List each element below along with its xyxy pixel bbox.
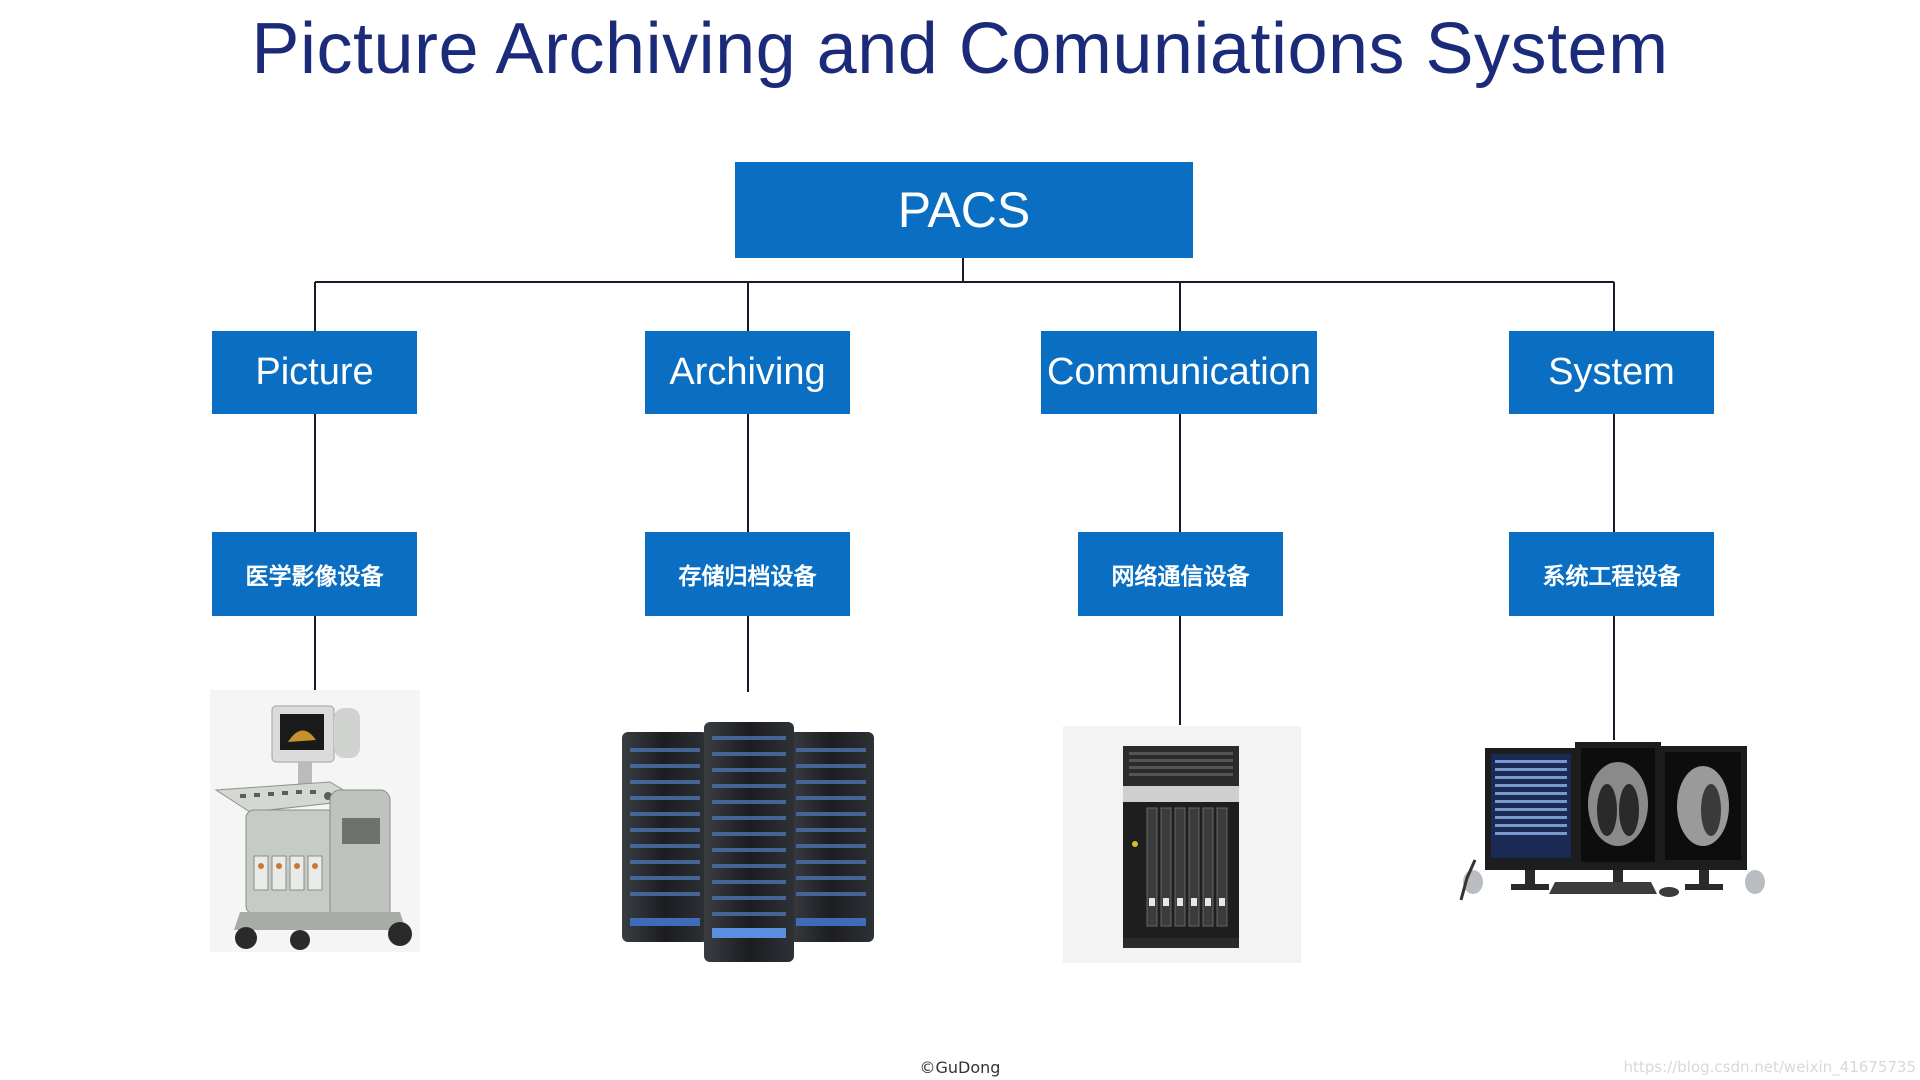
node-archiving-devices: 存储归档设备 — [645, 532, 850, 616]
network-switch-image — [1063, 726, 1301, 963]
node-communication-devices: 网络通信设备 — [1078, 532, 1283, 616]
node-pacs: PACS — [735, 162, 1193, 258]
page-title: Picture Archiving and Comuniations Syste… — [251, 9, 1669, 89]
footer-credit: ©GuDong — [919, 1058, 1001, 1077]
watermark-url: https://blog.csdn.net/weixin_41675735 — [1623, 1058, 1916, 1076]
ultrasound-machine-image — [210, 690, 420, 952]
node-communication: Communication — [1041, 331, 1317, 414]
node-picture: Picture — [212, 331, 417, 414]
server-racks-image — [622, 722, 874, 962]
node-system-devices: 系统工程设备 — [1509, 532, 1714, 616]
radiology-workstation-image — [1459, 742, 1765, 901]
node-picture-devices: 医学影像设备 — [212, 532, 417, 616]
node-system: System — [1509, 331, 1714, 414]
node-archiving: Archiving — [645, 331, 850, 414]
